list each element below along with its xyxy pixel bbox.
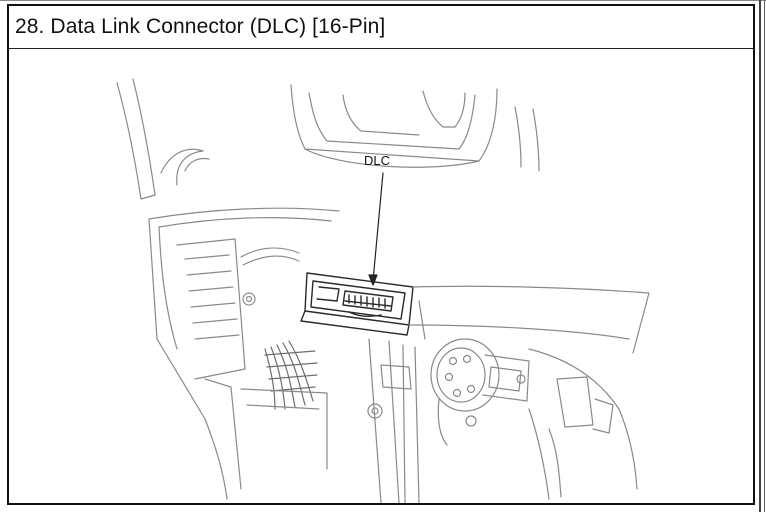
ignition-switch bbox=[430, 338, 530, 446]
table-frame: 28. Data Link Connector (DLC) [16-Pin] bbox=[7, 4, 755, 505]
figure-cell: DLC bbox=[9, 49, 753, 503]
page-edge-line-secondary bbox=[764, 0, 765, 512]
knee-panel bbox=[204, 378, 328, 500]
section-heading: 28. Data Link Connector (DLC) [16-Pin] bbox=[15, 15, 386, 38]
column-bolt bbox=[367, 403, 383, 419]
page-edge-line bbox=[759, 0, 761, 512]
wire-harness bbox=[264, 340, 318, 410]
section-header-cell: 28. Data Link Connector (DLC) [16-Pin] bbox=[9, 6, 753, 49]
right-panel bbox=[528, 348, 638, 500]
dashboard-upper bbox=[290, 84, 540, 172]
top-rule bbox=[0, 0, 766, 1]
dlc-location-illustration bbox=[116, 78, 650, 503]
steering-bracket bbox=[368, 285, 650, 503]
dlc-callout-label: DLC bbox=[364, 153, 391, 168]
a-pillar-trim bbox=[116, 78, 210, 200]
lower-dash-panel bbox=[148, 207, 340, 420]
dlc-connector bbox=[300, 272, 414, 336]
dlc-leader-line bbox=[368, 172, 384, 286]
